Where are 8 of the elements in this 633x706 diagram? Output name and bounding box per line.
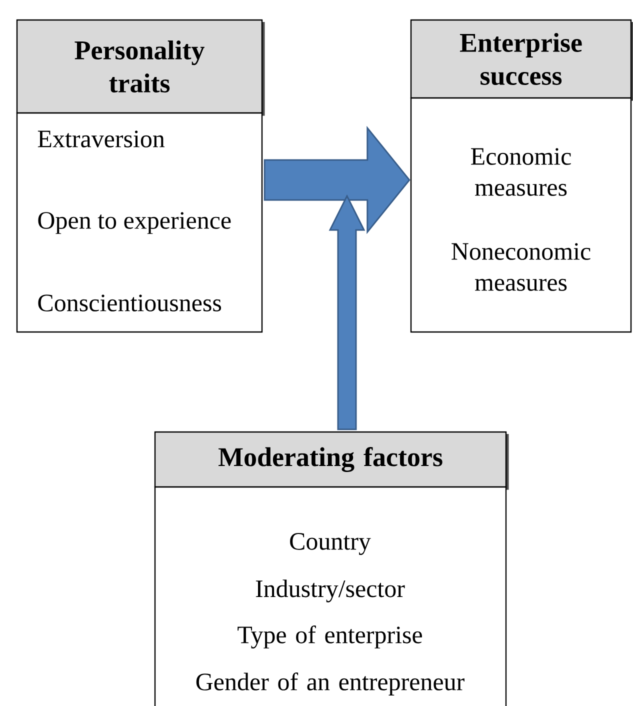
header-box: Moderating factors <box>154 431 509 490</box>
header-box: Enterprise success <box>410 19 633 101</box>
list-box: Country Industry/sector Type of enterprise Gender of an entrepreneur <box>154 486 507 706</box>
block-arrow <box>264 126 410 234</box>
block-arrow <box>328 194 366 430</box>
list-box: Extraversion Open to experience Conscientiousness <box>16 112 263 333</box>
header-box: Personality traits <box>16 19 265 116</box>
list-box: Economic measures Noneconomic measures <box>410 97 632 333</box>
